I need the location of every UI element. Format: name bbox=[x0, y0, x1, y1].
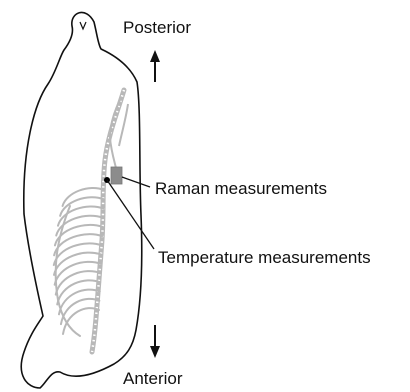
temperature-leader-line bbox=[107, 180, 154, 249]
raman-patch bbox=[111, 167, 122, 184]
raman-label: Raman measurements bbox=[155, 179, 327, 198]
anterior-label: Anterior bbox=[123, 369, 183, 388]
posterior-label: Posterior bbox=[123, 18, 191, 37]
posterior-arrow bbox=[150, 50, 160, 82]
temperature-label: Temperature measurements bbox=[158, 248, 371, 267]
carcass-outline bbox=[21, 12, 141, 388]
raman-leader-line bbox=[122, 177, 150, 187]
costal-line bbox=[56, 206, 80, 336]
spine-segments bbox=[92, 90, 124, 352]
anterior-arrow bbox=[150, 325, 160, 358]
tip-mark bbox=[80, 22, 86, 29]
